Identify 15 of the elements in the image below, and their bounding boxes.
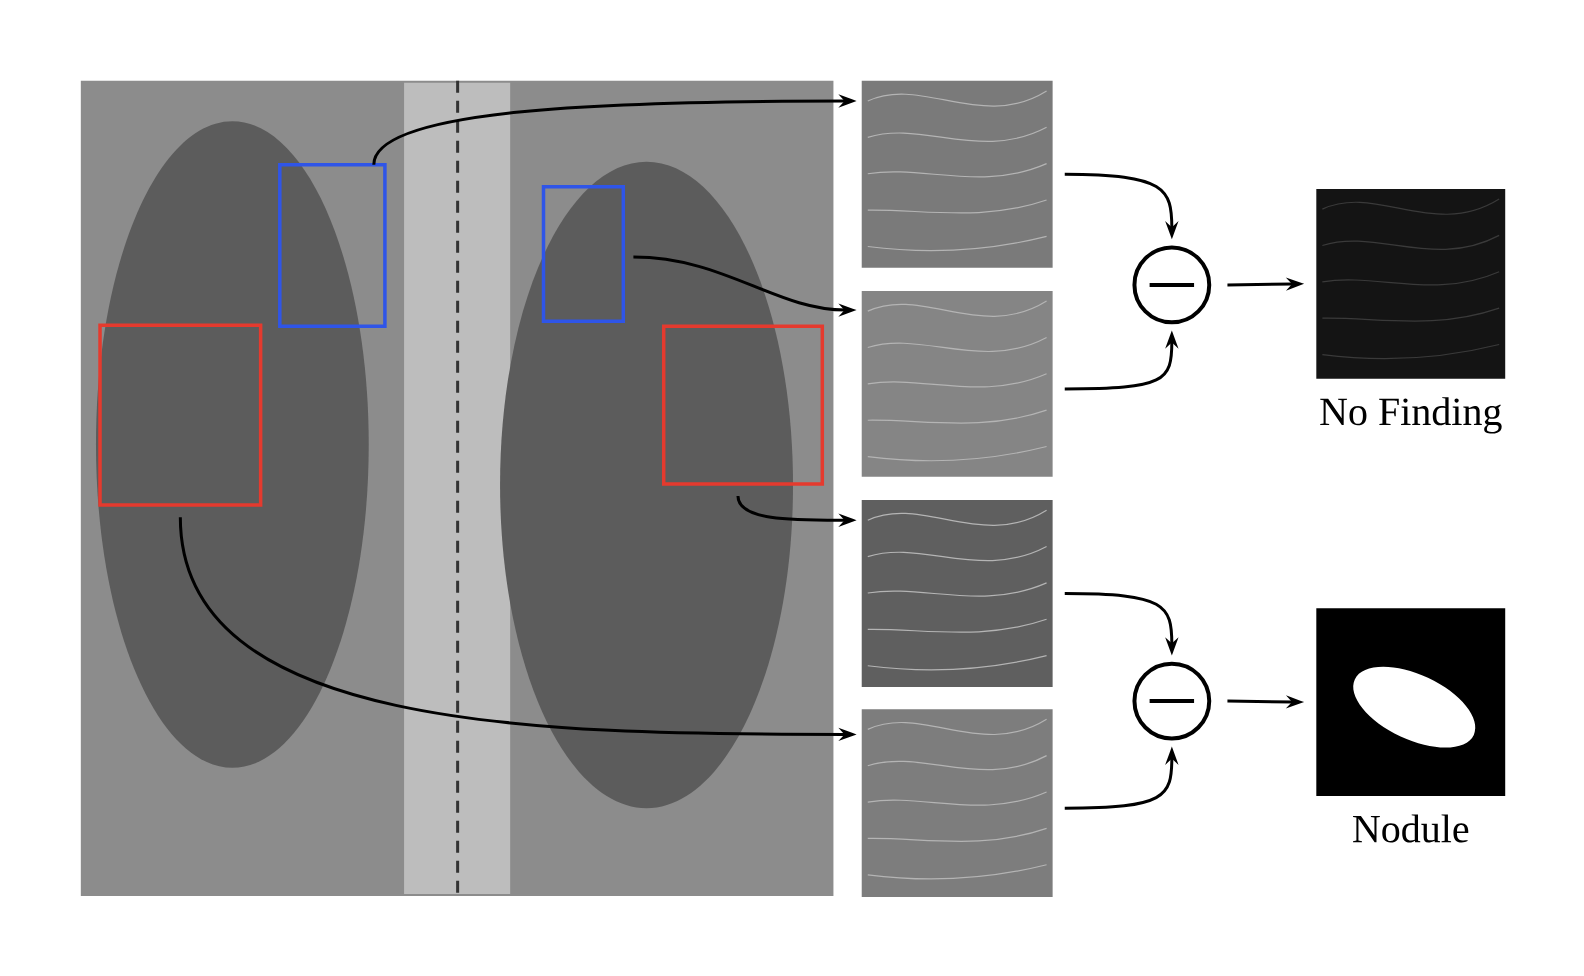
image-caption: No Finding <box>1320 397 1502 434</box>
image-patch <box>861 291 1053 477</box>
minus-circle <box>1132 661 1212 741</box>
image-patch <box>861 709 1053 898</box>
region-box <box>661 324 825 486</box>
region-box <box>541 185 626 324</box>
image-patch <box>861 500 1053 687</box>
difference-image <box>1316 189 1506 379</box>
minus-circle <box>1132 245 1212 325</box>
difference-image <box>1316 608 1506 797</box>
chest-xray-picture <box>80 80 834 897</box>
image-patch <box>861 80 1053 268</box>
image-caption: Nodule <box>1353 814 1469 843</box>
region-box <box>278 163 387 329</box>
region-box <box>98 323 263 507</box>
